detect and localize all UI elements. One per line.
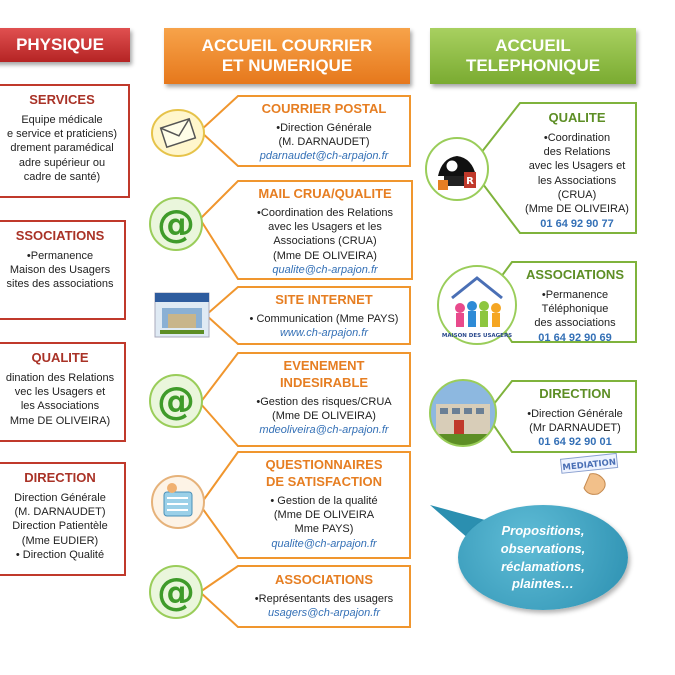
website-link[interactable]: www.ch-arpajon.fr <box>279 327 369 340</box>
email-link[interactable]: usagers@ch-arpajon.fr <box>267 607 381 620</box>
svg-text:@: @ <box>157 379 195 423</box>
arrow-shape-associations <box>198 565 411 628</box>
svg-text:@: @ <box>157 202 195 246</box>
left-box-direction: DIRECTION Direction Générale (M. DARNAUD… <box>0 462 126 576</box>
mediation-sign-icon: MEDIATION <box>559 452 626 503</box>
right-box-associations: ASSOCIATIONS •Permanence Téléphonique de… <box>514 267 636 345</box>
arrow-shape-qualite-tel <box>468 102 637 234</box>
right-box-direction: DIRECTION •Direction Générale (Mr DARNAU… <box>514 386 636 450</box>
email-link[interactable]: pdarnaudet@ch-arpajon.fr <box>259 150 389 163</box>
envelope-icon <box>150 108 206 163</box>
hospital-photo-icon <box>428 378 498 453</box>
header-physique: PHYSIQUE <box>0 28 130 62</box>
arrow-shape-courrier <box>198 95 411 167</box>
email-link[interactable]: qualite@ch-arpajon.fr <box>271 537 377 550</box>
at-sign-icon: @ <box>148 564 204 625</box>
arrow-shape-site <box>204 286 411 345</box>
right-box-qualite: QUALITE •Coordination des Relations avec… <box>522 110 632 231</box>
at-sign-icon: @ <box>148 196 204 257</box>
middle-box-associations: ASSOCIATIONS •Représentants des usagers … <box>240 572 408 620</box>
left-box-services: SERVICES Equipe médicale e service et pr… <box>0 84 130 198</box>
middle-box-courrier: COURRIER POSTAL •Direction Générale (M. … <box>242 101 406 164</box>
arrow-shape-direction-tel <box>484 380 637 453</box>
middle-box-questionnaire: QUESTIONNAIRES DE SATISFACTION • Gestion… <box>240 457 408 551</box>
middle-box-evenement: EVENEMENT INDESIRABLE •Gestion des risqu… <box>240 358 408 438</box>
arrow-shape-questionnaire <box>198 451 411 559</box>
email-link[interactable]: mdeoliveira@ch-arpajon.fr <box>259 424 389 437</box>
middle-box-site: SITE INTERNET • Communication (Mme PAYS)… <box>240 292 408 340</box>
telephone-icon: R <box>424 136 490 207</box>
left-box-associations: SSOCIATIONS •Permanence Maison des Usage… <box>0 220 126 320</box>
left-box-qualite: QUALITE dination des Relations vec les U… <box>0 342 126 442</box>
maison-des-usagers-logo: MAISON DES USAGERS <box>436 264 518 351</box>
phone-number[interactable]: 01 64 92 90 01 <box>538 436 612 449</box>
website-photo-icon <box>154 292 210 343</box>
arrow-shape-mail <box>198 180 413 280</box>
middle-box-mail: MAIL CRUA/QUALITE •Coordination des Rela… <box>240 186 410 277</box>
phone-number[interactable]: 01 64 92 90 69 <box>538 331 612 344</box>
phone-number[interactable]: 01 64 92 90 77 <box>540 217 614 230</box>
at-sign-icon: @ <box>148 373 204 434</box>
arrow-shape-associations-tel <box>482 261 637 343</box>
speech-bubble: Propositions, observations, réclamations… <box>458 505 628 610</box>
questionnaire-icon <box>150 474 206 535</box>
svg-text:MAISON DES USAGERS: MAISON DES USAGERS <box>442 333 512 339</box>
arrow-shape-evenement <box>198 352 411 447</box>
svg-text:R: R <box>466 176 474 187</box>
svg-text:@: @ <box>157 570 195 614</box>
email-link[interactable]: qualite@ch-arpajon.fr <box>272 264 378 277</box>
